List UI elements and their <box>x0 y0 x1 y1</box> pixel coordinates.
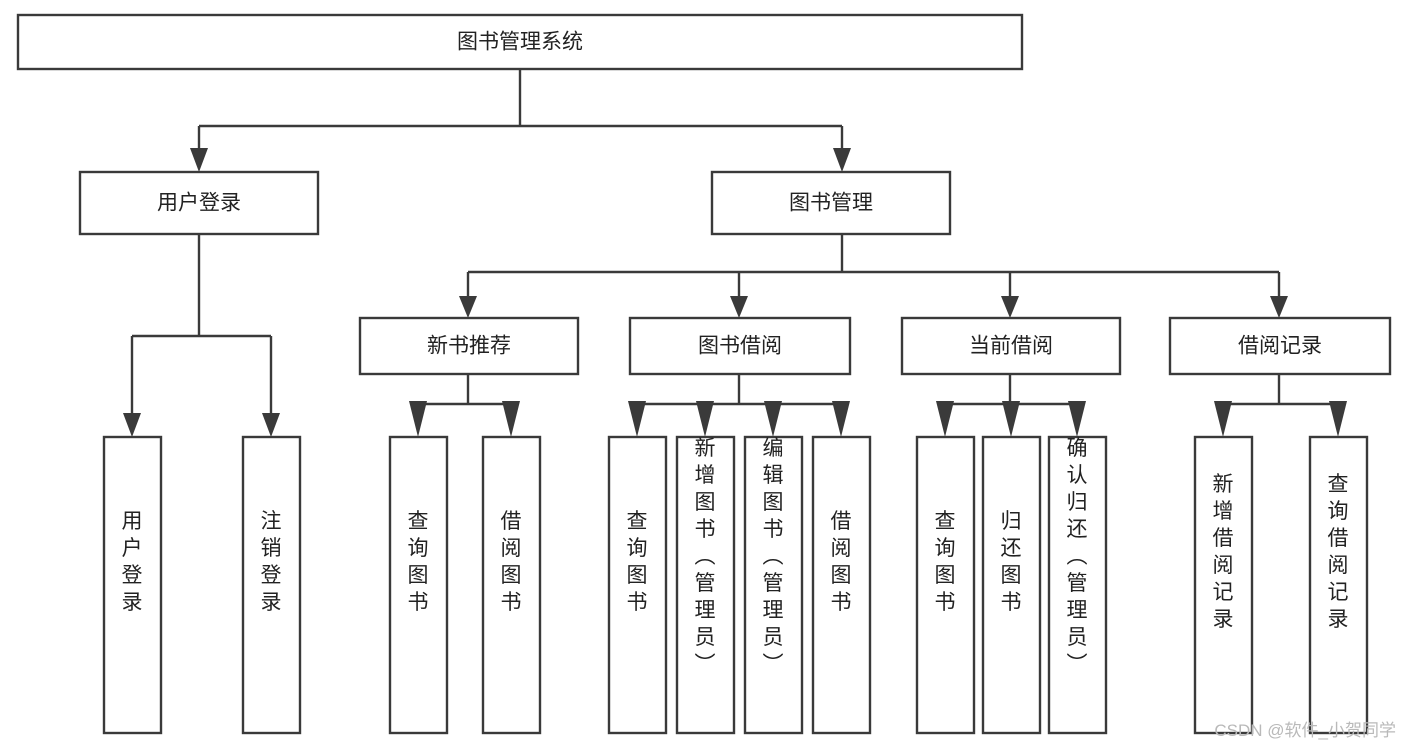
arrowhead-leaf-add-book <box>696 401 714 437</box>
node-box-current-borrow[interactable] <box>900 316 1122 376</box>
arrowhead-leaf-user-login <box>123 413 141 437</box>
node-leaf-user-login[interactable]: 用户登录 <box>102 435 163 735</box>
node-box-leaf-borrow-book-2[interactable] <box>811 435 872 735</box>
node-borrow-record[interactable]: 借阅记录 <box>1168 316 1392 376</box>
node-label-leaf-add-record: 新增借阅记录 <box>1213 473 1234 631</box>
node-system-root[interactable]: 图书管理系统 <box>16 13 1024 71</box>
node-label-current-borrow: 当前借阅 <box>969 335 1053 358</box>
node-label-leaf-edit-book: 编辑图书︵管理员︶ <box>763 437 784 676</box>
node-label-user-login: 用户登录 <box>157 192 241 215</box>
node-label-book-management: 图书管理 <box>789 192 873 215</box>
csdn-watermark: CSDN @软件_小贺同学 <box>1214 721 1396 740</box>
arrowhead-leaf-return-book <box>1002 401 1020 437</box>
node-box-book-borrow[interactable] <box>628 316 852 376</box>
node-box-leaf-query-book-3[interactable] <box>915 435 976 735</box>
node-box-leaf-confirm-return[interactable] <box>1047 435 1108 735</box>
node-box-user-login[interactable] <box>78 170 320 236</box>
node-box-leaf-query-record[interactable] <box>1308 435 1369 735</box>
arrowhead-leaf-query-book-1 <box>409 401 427 437</box>
node-label-leaf-borrow-book-2: 借阅图书 <box>831 510 852 614</box>
node-leaf-query-book-1[interactable]: 查询图书 <box>388 435 449 735</box>
node-leaf-logout[interactable]: 注销登录 <box>241 435 302 735</box>
arrowhead-leaf-query-record <box>1329 401 1347 437</box>
node-new-book-recommend[interactable]: 新书推荐 <box>358 316 580 376</box>
arrowhead-user-login <box>190 148 208 172</box>
node-leaf-borrow-book-2[interactable]: 借阅图书 <box>811 435 872 735</box>
node-label-leaf-query-record: 查询借阅记录 <box>1328 473 1349 631</box>
arrowhead-leaf-borrow-book-1 <box>502 401 520 437</box>
node-leaf-return-book[interactable]: 归还图书 <box>981 435 1042 735</box>
node-leaf-query-record[interactable]: 查询借阅记录 <box>1308 435 1369 735</box>
node-label-leaf-confirm-return: 确认归还︵管理员︶ <box>1067 437 1088 676</box>
arrowhead-book-borrow <box>730 296 748 318</box>
node-box-leaf-query-book-1[interactable] <box>388 435 449 735</box>
node-book-management[interactable]: 图书管理 <box>710 170 952 236</box>
node-box-new-book-recommend[interactable] <box>358 316 580 376</box>
arrowhead-leaf-logout <box>262 413 280 437</box>
node-label-leaf-logout: 注销登录 <box>261 510 282 614</box>
node-box-leaf-logout[interactable] <box>241 435 302 735</box>
arrowhead-book-management <box>833 148 851 172</box>
node-box-leaf-return-book[interactable] <box>981 435 1042 735</box>
node-box-leaf-edit-book[interactable] <box>743 435 804 735</box>
node-label-leaf-borrow-book-1: 借阅图书 <box>501 510 522 614</box>
node-leaf-borrow-book-1[interactable]: 借阅图书 <box>481 435 542 735</box>
node-box-book-management[interactable] <box>710 170 952 236</box>
arrowhead-new-book-recommend <box>459 296 477 318</box>
arrowhead-current-borrow <box>1001 296 1019 318</box>
node-box-leaf-user-login[interactable] <box>102 435 163 735</box>
arrowhead-leaf-confirm-return <box>1068 401 1086 437</box>
node-label-leaf-return-book: 归还图书 <box>1001 510 1022 614</box>
node-leaf-query-book-3[interactable]: 查询图书 <box>915 435 976 735</box>
node-leaf-edit-book[interactable]: 编辑图书︵管理员︶ <box>743 435 804 735</box>
node-box-leaf-borrow-book-1[interactable] <box>481 435 542 735</box>
node-label-leaf-user-login: 用户登录 <box>122 510 143 614</box>
arrowhead-leaf-add-record <box>1214 401 1232 437</box>
node-box-leaf-add-record[interactable] <box>1193 435 1254 735</box>
node-leaf-add-book[interactable]: 新增图书︵管理员︶ <box>675 435 736 735</box>
node-label-leaf-query-book-2: 查询图书 <box>627 510 648 614</box>
node-label-new-book-recommend: 新书推荐 <box>427 335 511 358</box>
arrowhead-leaf-query-book-3 <box>936 401 954 437</box>
node-book-borrow[interactable]: 图书借阅 <box>628 316 852 376</box>
node-label-borrow-record: 借阅记录 <box>1238 335 1322 358</box>
node-leaf-confirm-return[interactable]: 确认归还︵管理员︶ <box>1047 435 1108 735</box>
node-label-system-root: 图书管理系统 <box>457 31 583 54</box>
node-label-book-borrow: 图书借阅 <box>698 335 782 358</box>
arrowhead-leaf-query-book-2 <box>628 401 646 437</box>
arrowhead-borrow-record <box>1270 296 1288 318</box>
node-current-borrow[interactable]: 当前借阅 <box>900 316 1122 376</box>
arrowhead-leaf-borrow-book-2 <box>832 401 850 437</box>
node-leaf-add-record[interactable]: 新增借阅记录 <box>1193 435 1254 735</box>
node-box-borrow-record[interactable] <box>1168 316 1392 376</box>
node-box-system-root[interactable] <box>16 13 1024 71</box>
node-label-leaf-query-book-1: 查询图书 <box>408 510 429 614</box>
arrowhead-group <box>123 148 1347 437</box>
node-user-login[interactable]: 用户登录 <box>78 170 320 236</box>
node-label-leaf-query-book-3: 查询图书 <box>935 510 956 614</box>
node-box-leaf-add-book[interactable] <box>675 435 736 735</box>
arrowhead-leaf-edit-book <box>764 401 782 437</box>
node-box-leaf-query-book-2[interactable] <box>607 435 668 735</box>
node-label-leaf-add-book: 新增图书︵管理员︶ <box>695 437 716 676</box>
node-leaf-query-book-2[interactable]: 查询图书 <box>607 435 668 735</box>
